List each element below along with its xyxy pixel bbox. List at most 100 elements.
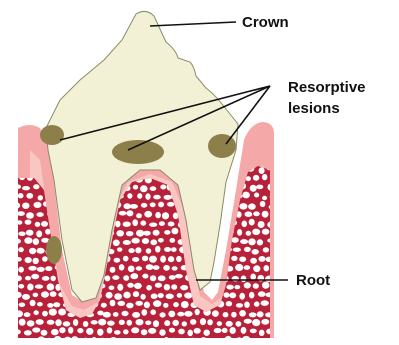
bone-cell <box>77 328 83 333</box>
bone-cell <box>64 337 71 343</box>
bone-cell <box>214 328 222 333</box>
bone-cell <box>27 284 33 291</box>
bone-cell <box>236 303 243 308</box>
bone-cell <box>153 265 160 270</box>
bone-cell <box>18 247 24 252</box>
bone-cell <box>18 193 24 198</box>
bone-cell <box>236 337 242 342</box>
bone-cell <box>153 339 160 344</box>
bone-cell <box>133 291 139 297</box>
bone-cell <box>121 311 128 316</box>
bone-cell <box>242 192 250 199</box>
bone-cell <box>135 301 143 306</box>
bone-cell <box>113 240 120 247</box>
bone-cell <box>194 328 201 334</box>
bone-cell <box>262 174 267 180</box>
bone-cell <box>180 338 186 345</box>
bone-cell <box>169 328 175 333</box>
bone-cell <box>163 303 168 308</box>
bone-cell <box>42 311 48 317</box>
bone-cell <box>37 302 43 306</box>
bone-cell <box>141 329 148 335</box>
bone-cell <box>248 203 256 209</box>
bone-cell <box>130 204 138 209</box>
bone-cell <box>276 256 283 261</box>
bone-cell <box>92 337 97 343</box>
bone-cell <box>16 330 21 335</box>
bone-cell <box>18 284 24 289</box>
bone-cell <box>116 339 123 345</box>
bone-cell <box>119 264 125 270</box>
bone-cell <box>207 338 215 345</box>
bone-cell <box>41 291 49 297</box>
bone-cell <box>26 230 34 236</box>
bone-cell <box>136 319 144 325</box>
bone-cell <box>150 202 156 207</box>
bone-cell <box>158 293 164 298</box>
bone-cell <box>15 203 20 209</box>
bone-cell <box>101 303 107 308</box>
bone-cell <box>107 321 115 326</box>
bone-cell <box>254 301 260 306</box>
bone-cell <box>226 301 232 306</box>
bone-cell <box>171 338 177 345</box>
bone-cell <box>145 321 151 326</box>
bone-cell <box>239 310 246 317</box>
bone-cell <box>168 256 174 262</box>
bone-cell <box>146 264 154 270</box>
bone-cell <box>249 312 257 317</box>
bone-cell <box>261 319 269 325</box>
bone-cell <box>131 327 139 333</box>
bone-cell <box>144 211 152 218</box>
bone-cell <box>276 328 283 334</box>
bone-cell <box>254 193 259 198</box>
bone-cell <box>158 202 164 208</box>
bone-cell <box>49 309 57 316</box>
bone-cell <box>171 228 178 235</box>
bone-cell <box>253 175 259 181</box>
bone-cell <box>259 167 265 174</box>
bone-cell <box>164 320 170 326</box>
bone-cell <box>136 230 144 237</box>
bone-cell <box>223 221 229 228</box>
bone-cell <box>54 336 61 343</box>
bone-cell <box>142 238 149 244</box>
bone-cell <box>164 284 170 290</box>
bone-cell <box>38 195 43 200</box>
bone-cell <box>184 311 192 317</box>
bone-cell <box>233 248 241 252</box>
bone-cell <box>244 265 251 270</box>
bone-cell <box>128 339 134 345</box>
bone-cell <box>250 185 257 192</box>
bone-cell <box>144 302 150 309</box>
bone-cell <box>160 185 166 190</box>
bone-cell <box>164 247 171 252</box>
bone-cell <box>248 238 256 245</box>
bone-cell <box>110 267 116 273</box>
bone-cell <box>123 329 129 334</box>
bone-cell <box>278 294 284 299</box>
bone-cell <box>158 275 166 281</box>
bone-cell <box>182 321 187 326</box>
bone-cell <box>37 248 45 254</box>
bone-cell <box>68 327 73 334</box>
bone-cell <box>28 266 36 271</box>
bone-cell <box>262 211 269 218</box>
bone-cell <box>275 168 283 173</box>
bone-cell <box>105 275 111 281</box>
bone-cell <box>214 273 220 279</box>
bone-cell <box>134 283 142 289</box>
bone-cell <box>252 249 259 255</box>
bone-cell <box>200 318 206 325</box>
bone-cell <box>86 328 93 335</box>
bone-cell <box>239 203 247 209</box>
bone-cell <box>224 292 230 298</box>
bone-cell <box>59 327 65 333</box>
bone-cell <box>262 196 267 200</box>
bone-cell <box>130 273 138 279</box>
bone-cell <box>160 312 166 317</box>
bone-cell <box>22 294 30 300</box>
bone-cell <box>20 338 26 345</box>
bone-cell <box>219 248 224 255</box>
bone-cell <box>136 339 144 344</box>
